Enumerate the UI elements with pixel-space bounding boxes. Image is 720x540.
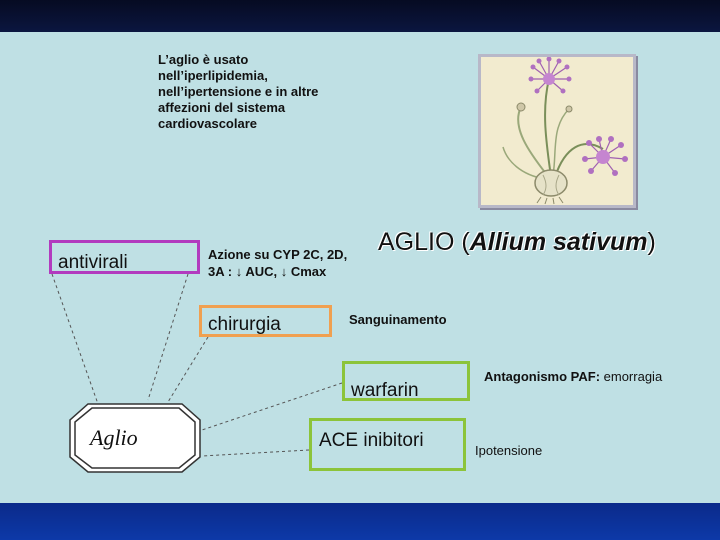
note-paf-rest: emorragia: [600, 369, 663, 384]
intro-line: nell’ipertensione e in altre: [158, 84, 319, 99]
slide-bottom-bar: [0, 503, 720, 540]
box-ace-inibitori: ACE inibitori: [309, 418, 466, 471]
note-azione-line2: 3A : ↓ AUC, ↓ Cmax: [208, 264, 327, 279]
intro-text: L’aglio è usato nell’iperlipidemia, nell…: [158, 52, 373, 132]
note-paf-bold: Antagonismo PAF:: [484, 369, 601, 384]
note-azione-cyp: Azione su CYP 2C, 2D, 3A : ↓ AUC, ↓ Cmax: [208, 246, 347, 280]
note-ipotensione: Ipotensione: [475, 443, 543, 458]
aglio-node-inner: [74, 407, 196, 469]
garlic-plant-illustration: [478, 54, 636, 208]
intro-line: L’aglio è usato: [158, 52, 249, 67]
garlic-plant-drawing: [502, 57, 628, 205]
box-antivirali: antivirali: [49, 240, 200, 274]
intro-line: nell’iperlipidemia,: [158, 68, 268, 83]
title-prefix: AGLIO (: [378, 228, 470, 256]
intro-line: affezioni del sistema: [158, 100, 286, 115]
box-warfarin: warfarin: [342, 361, 470, 401]
slide-top-bar: [0, 0, 720, 32]
box-chirurgia: chirurgia: [199, 305, 332, 337]
note-azione-line1: Azione su CYP 2C, 2D,: [208, 247, 348, 262]
title-latin-name: Allium sativum: [469, 228, 648, 256]
aglio-node-label: Aglio: [90, 425, 138, 450]
dashed-connectors: [51, 273, 343, 457]
aglio-node-outer: [69, 403, 201, 473]
intro-line: cardiovascolare: [158, 116, 258, 131]
note-sanguinamento: Sanguinamento: [349, 312, 447, 327]
note-antagonismo-paf: Antagonismo PAF: emorragia: [484, 369, 662, 385]
title-suffix: ): [647, 228, 656, 256]
slide-title: AGLIO (Allium sativum): [378, 228, 656, 257]
